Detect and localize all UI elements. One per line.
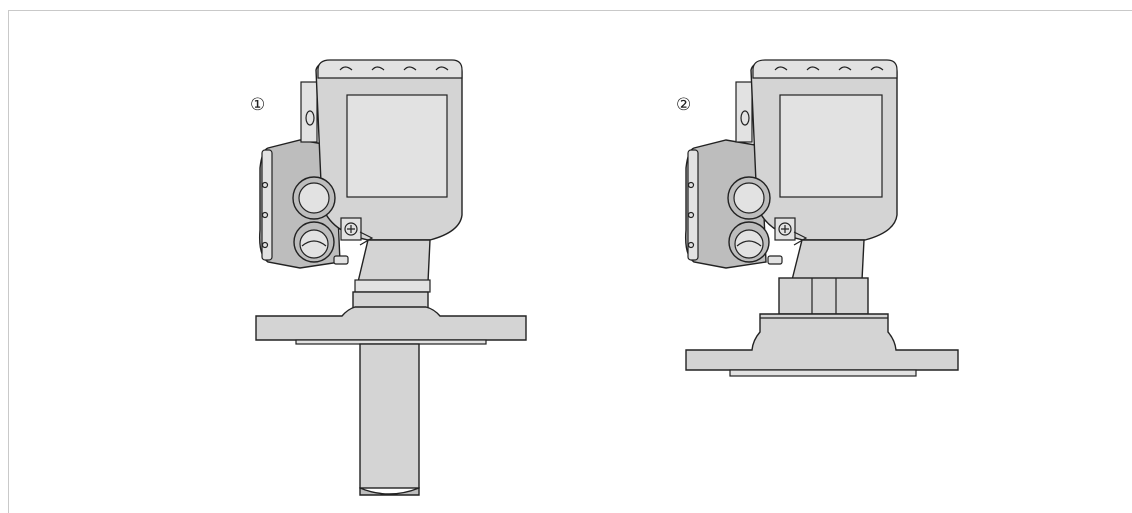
device-1-illustration <box>255 59 527 496</box>
figure-1-marker: ① <box>250 95 266 115</box>
frame-left-border <box>8 10 9 513</box>
frame-top-border <box>8 10 1132 11</box>
figure-2-marker: ② <box>676 95 692 115</box>
device-2-illustration <box>684 59 959 377</box>
